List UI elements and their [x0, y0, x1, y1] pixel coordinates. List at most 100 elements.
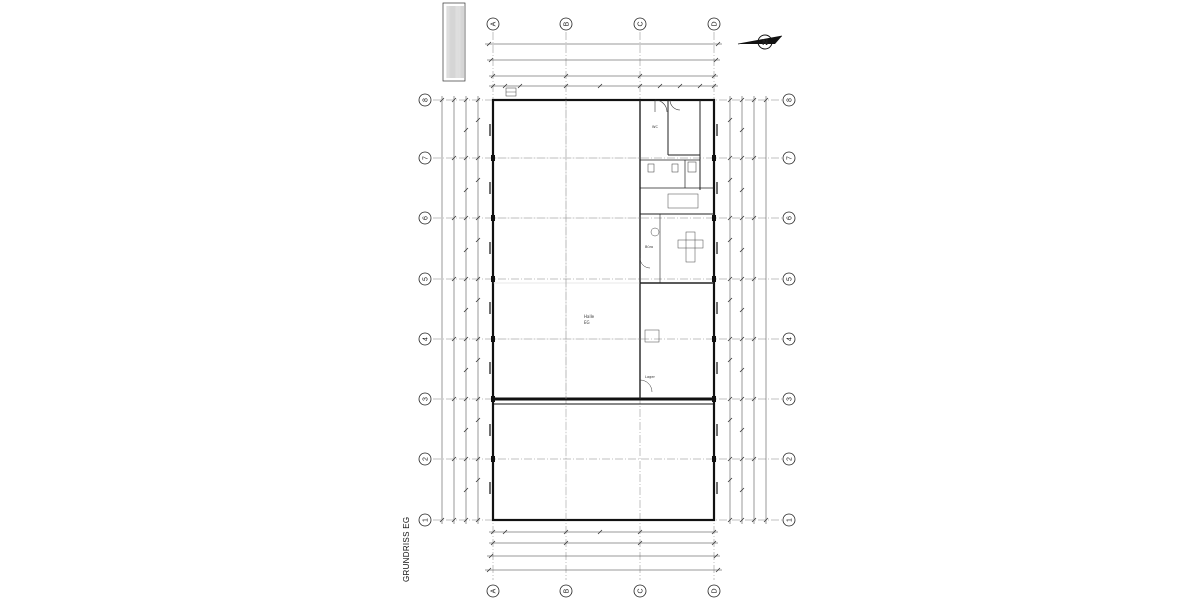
axis-bubble [418, 272, 432, 286]
dim-tick [502, 83, 508, 89]
dim-tick [713, 553, 719, 559]
dim-tick [463, 127, 469, 133]
dim-tick [751, 97, 757, 103]
column-left [491, 456, 495, 462]
axis-label-row: 2 [423, 457, 430, 461]
dim-tick [715, 41, 721, 47]
dim-tick [727, 297, 733, 303]
column-right [712, 215, 716, 221]
drawing-title: GRUNDRISS EG [402, 517, 411, 582]
dim-tick [439, 97, 445, 103]
dim-tick [727, 477, 733, 483]
axis-bubble [782, 211, 796, 225]
dim-tick [597, 529, 603, 535]
column-left [491, 396, 495, 402]
dim-tick [739, 307, 745, 313]
dim-tick [475, 297, 481, 303]
dim-tick [727, 417, 733, 423]
dim-tick [488, 553, 494, 559]
dim-tick [463, 247, 469, 253]
axis-bubble [486, 584, 500, 598]
axis-bubble [782, 392, 796, 406]
dim-tick [475, 237, 481, 243]
dim-tick [727, 177, 733, 183]
axis-label-col: B [564, 588, 571, 593]
column-left [491, 336, 495, 342]
axis-label-row: 5 [423, 277, 430, 281]
axis-label-row: 8 [423, 98, 430, 102]
dim-tick [463, 367, 469, 373]
room-labels: Halle EG Büro WC Lager [584, 125, 658, 379]
axis-bubble [486, 17, 500, 31]
dim-tick [475, 117, 481, 123]
axis-bubble [418, 392, 432, 406]
axis-label-row: 3 [423, 397, 430, 401]
axis-bubble [707, 17, 721, 31]
dim-tick [715, 567, 721, 573]
dim-tick [502, 529, 508, 535]
axis-label-row: 7 [787, 156, 794, 160]
dim-tick [597, 83, 603, 89]
dim-tick [475, 477, 481, 483]
dim-tick [751, 276, 757, 282]
office-name: Büro [645, 245, 653, 249]
axis-label-col: D [712, 21, 719, 26]
axis-bubble [782, 513, 796, 527]
axis-label-row: 3 [787, 397, 794, 401]
axis-bubble [559, 17, 573, 31]
dim-tick [739, 187, 745, 193]
column-left [491, 155, 495, 161]
dim-tick [727, 237, 733, 243]
notes-box [442, 2, 466, 82]
hall-name: Halle [584, 314, 595, 319]
dim-tick [739, 487, 745, 493]
column-left [491, 215, 495, 221]
axis-bubble [633, 584, 647, 598]
axis-bubble [559, 584, 573, 598]
column-right [712, 396, 716, 402]
dim-tick [751, 396, 757, 402]
dim-tick [739, 127, 745, 133]
axis-bubble [782, 332, 796, 346]
dim-tick [486, 567, 492, 573]
dim-tick [713, 57, 719, 63]
axis-bubble [418, 332, 432, 346]
dim-tick [751, 155, 757, 161]
dim-tick [463, 307, 469, 313]
dim-tick [739, 367, 745, 373]
building-outline [489, 87, 718, 522]
column-left [491, 276, 495, 282]
axis-label-col: A [491, 21, 498, 26]
axis-bubble [782, 452, 796, 466]
axis-label-row: 7 [423, 156, 430, 160]
dim-tick [751, 456, 757, 462]
dim-tick [463, 427, 469, 433]
dim-tick [739, 247, 745, 253]
axis-bubble [418, 513, 432, 527]
dim-tick [475, 417, 481, 423]
dim-tick [517, 83, 523, 89]
column-right [712, 276, 716, 282]
column-right [712, 336, 716, 342]
storage-name: Lager [645, 375, 655, 379]
axis-label-row: 6 [423, 216, 430, 220]
axis-bubble [418, 452, 432, 466]
axis-label-col: D [712, 588, 719, 593]
axis-bubble [782, 272, 796, 286]
axis-label-row: 6 [787, 216, 794, 220]
wc-name: WC [652, 125, 658, 129]
dim-tick [657, 83, 663, 89]
axis-bubble [633, 17, 647, 31]
dim-tick [439, 517, 445, 523]
axis-label-row: 1 [423, 518, 430, 522]
dim-tick [488, 57, 494, 63]
hall-code: EG [584, 320, 590, 325]
dim-tick [463, 187, 469, 193]
axis-label-col: A [491, 588, 498, 593]
dim-tick [751, 215, 757, 221]
axis-label-row: 5 [787, 277, 794, 281]
north-label: N [762, 38, 768, 47]
axis-bubble [707, 584, 721, 598]
dim-tick [486, 41, 492, 47]
